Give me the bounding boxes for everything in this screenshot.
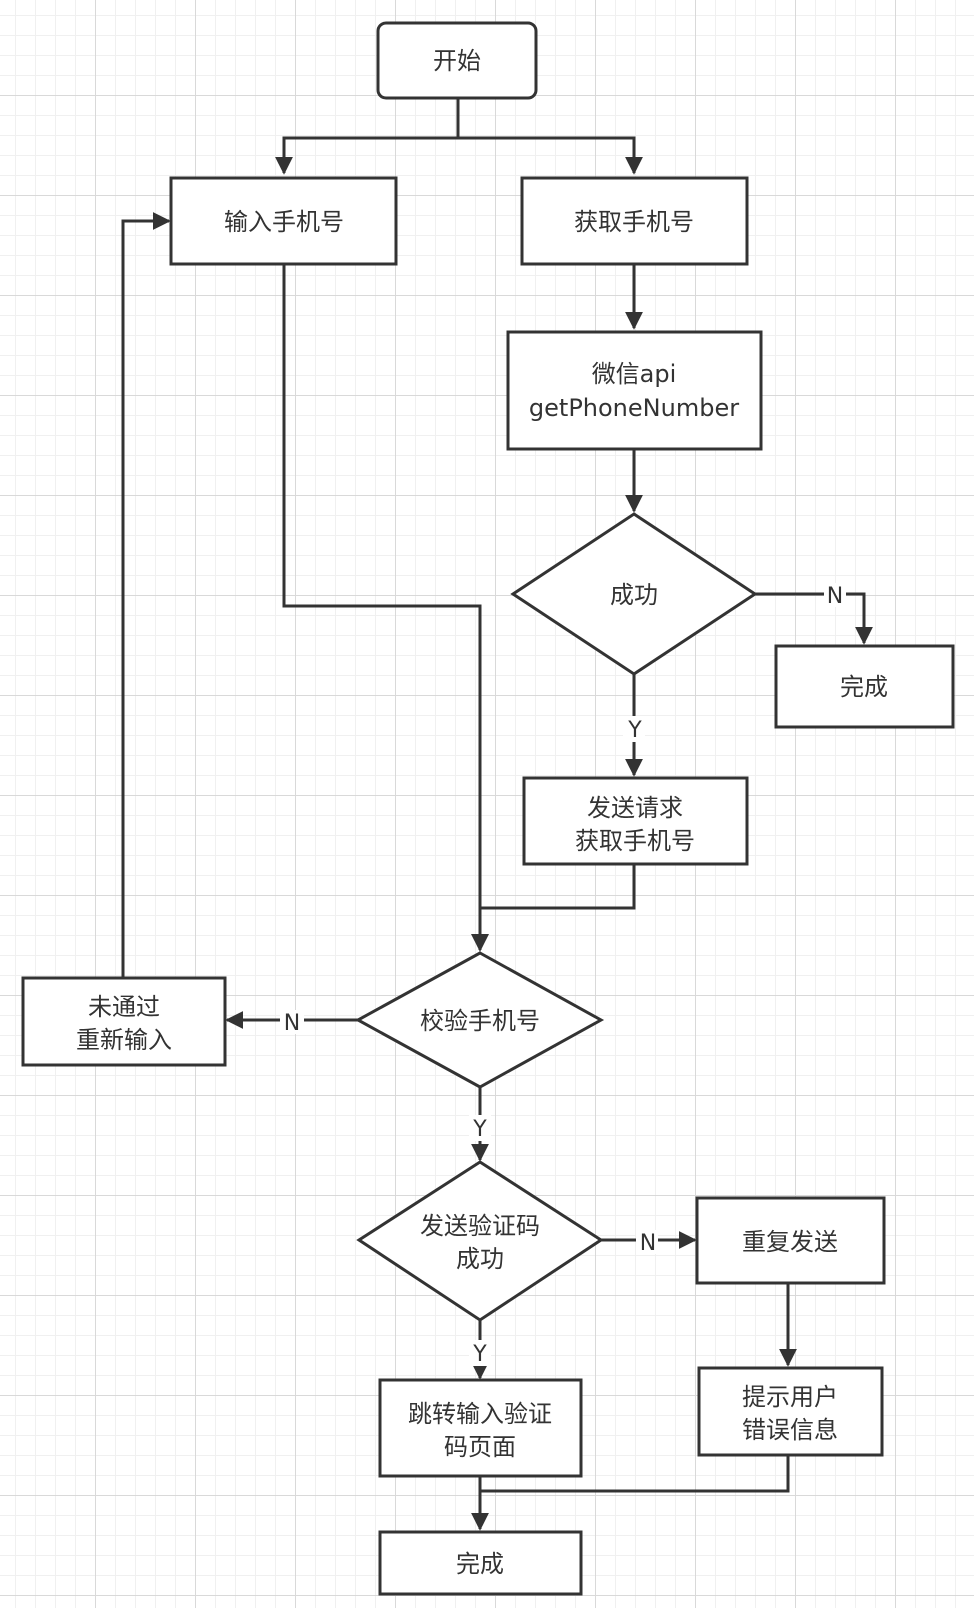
node-wechat-api[interactable]: 微信api getPhoneNumber (506, 330, 763, 451)
node-sendcode-line1: 发送验证码 (420, 1212, 540, 1240)
edge-label-sendcode-yes: Y (472, 1342, 487, 1367)
node-get-phone[interactable]: 获取手机号 (520, 176, 749, 266)
node-input-phone[interactable]: 输入手机号 (169, 176, 398, 266)
edge-label-success-no: N (827, 584, 843, 609)
node-done-right-label: 完成 (840, 673, 888, 701)
node-goto-code-line2: 码页面 (444, 1433, 516, 1461)
edge-start-to-get (458, 136, 643, 175)
node-resend[interactable]: 重复发送 (695, 1196, 886, 1285)
node-done-right[interactable]: 完成 (774, 644, 955, 729)
edge-input-to-verify (282, 264, 489, 952)
node-send-request[interactable]: 发送请求 获取手机号 (522, 776, 749, 866)
node-get-phone-label: 获取手机号 (574, 208, 694, 236)
node-send-request-line1: 发送请求 (587, 794, 683, 822)
edge-label-sendcode-no: N (640, 1231, 656, 1256)
node-verify-label: 校验手机号 (420, 1007, 540, 1035)
node-verify-decision[interactable]: 校验手机号 (354, 951, 605, 1089)
node-success-decision[interactable]: 成功 (510, 512, 758, 676)
edge-prompt-to-done (480, 1455, 790, 1493)
node-done-bottom-label: 完成 (456, 1550, 504, 1578)
node-sendcode-line2: 成功 (456, 1245, 504, 1273)
node-prompt-error-line1: 提示用户 (742, 1383, 838, 1411)
edge-request-to-verify (471, 864, 636, 952)
edge-label-verify-yes: Y (472, 1117, 487, 1142)
node-start[interactable]: 开始 (376, 21, 538, 100)
edge-labels: N Y N Y N Y (280, 583, 846, 1367)
node-retry[interactable]: 未通过 重新输入 (21, 976, 227, 1067)
node-prompt-error[interactable]: 提示用户 错误信息 (697, 1366, 884, 1457)
node-wechat-api-line1: 微信api (592, 360, 677, 388)
node-goto-code[interactable]: 跳转输入验证 码页面 (378, 1378, 583, 1478)
node-success-label: 成功 (610, 581, 658, 609)
edges (121, 97, 873, 1531)
node-start-label: 开始 (433, 47, 481, 75)
node-goto-code-line1: 跳转输入验证 (408, 1400, 552, 1428)
node-sendcode-decision[interactable]: 发送验证码 成功 (356, 1160, 604, 1322)
node-prompt-error-line2: 错误信息 (742, 1416, 838, 1444)
node-done-bottom[interactable]: 完成 (378, 1530, 583, 1596)
edge-start-to-input (275, 97, 460, 175)
edge-label-verify-no: N (284, 1011, 300, 1036)
node-wechat-api-line2: getPhoneNumber (529, 394, 739, 422)
node-retry-line2: 重新输入 (76, 1026, 172, 1054)
edge-success-no (755, 592, 873, 645)
node-input-phone-label: 输入手机号 (224, 208, 344, 236)
node-send-request-line2: 获取手机号 (575, 827, 695, 855)
edge-retry-to-input (121, 212, 171, 978)
edge-label-success-yes: Y (627, 718, 642, 743)
node-resend-label: 重复发送 (742, 1228, 838, 1256)
node-retry-line1: 未通过 (88, 993, 160, 1021)
